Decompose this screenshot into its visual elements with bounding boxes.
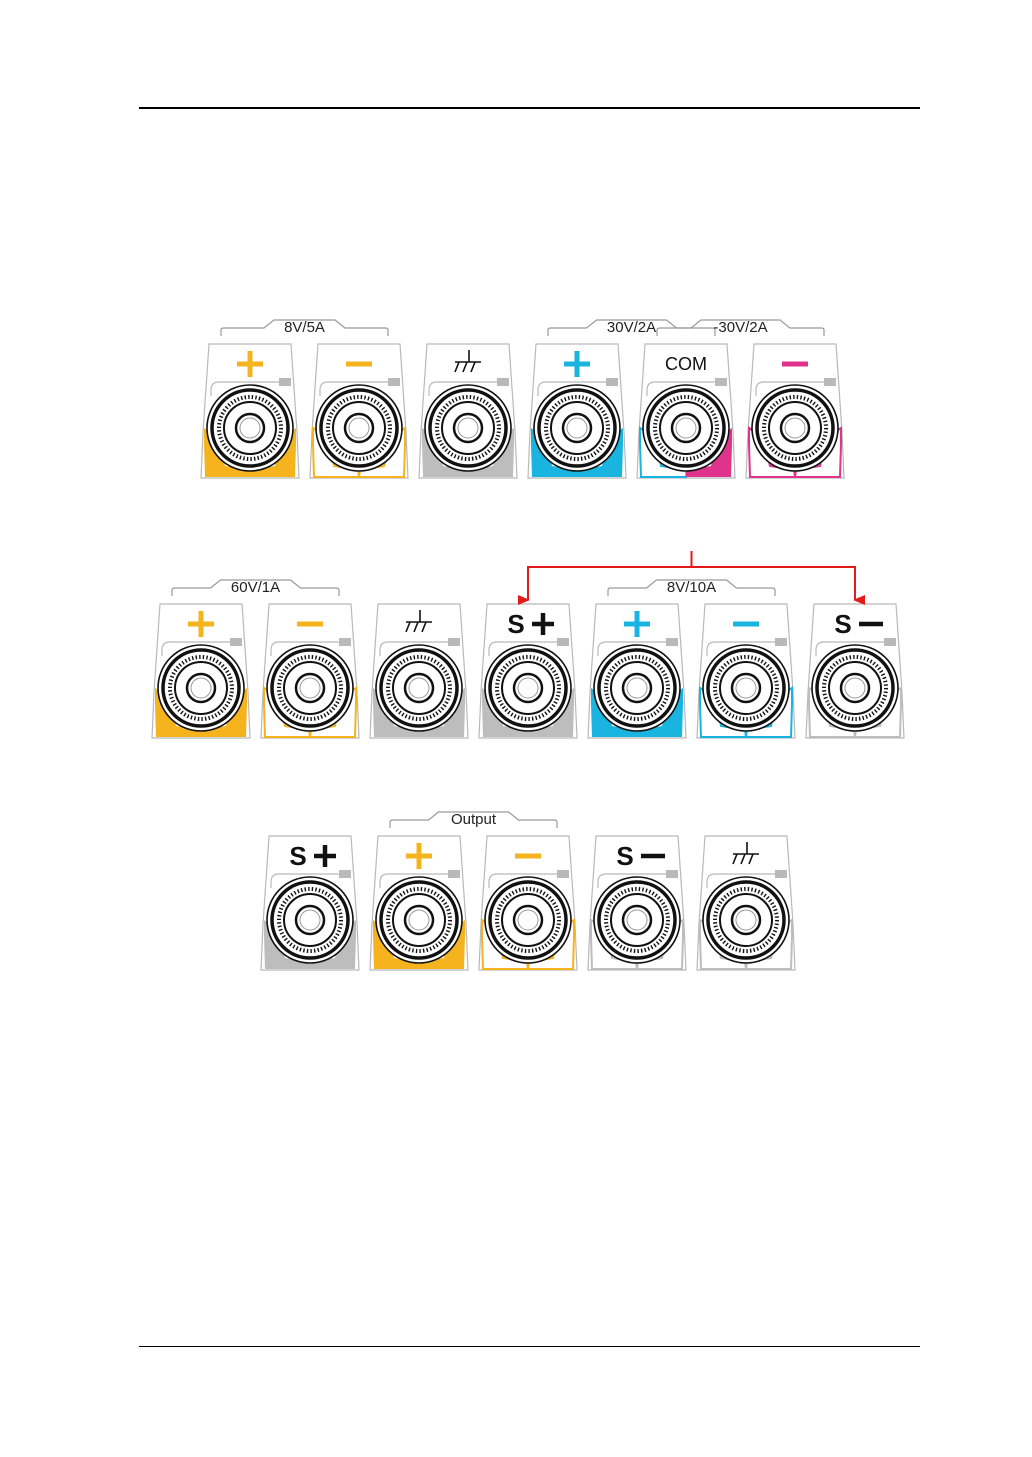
group-label: -30V/2A — [657, 319, 824, 336]
binding-post-terminal[interactable] — [588, 604, 686, 738]
housing-tab — [448, 870, 460, 878]
sense-label: S — [834, 609, 851, 639]
binding-post-terminal[interactable]: COM — [637, 344, 735, 478]
group-label: 8V/5A — [221, 319, 388, 336]
housing-tab — [230, 638, 242, 646]
group-label: Output — [390, 811, 557, 828]
group-label: 60V/1A — [172, 579, 339, 596]
group-label-text: Output — [451, 811, 497, 828]
group-label: 8V/10A — [608, 579, 775, 596]
group-label-text: 30V/2A — [607, 319, 656, 336]
binding-post-terminal[interactable] — [697, 836, 795, 970]
sense-label: S — [616, 841, 633, 871]
binding-post-terminal[interactable] — [419, 344, 517, 478]
binding-post-terminal[interactable]: S — [479, 604, 577, 738]
binding-post-terminal[interactable] — [697, 604, 795, 738]
group-label-text: -30V/2A — [713, 319, 767, 336]
binding-post-terminal[interactable]: S — [806, 604, 904, 738]
housing-tab — [666, 638, 678, 646]
binding-post-terminal[interactable] — [261, 604, 359, 738]
housing-tab — [606, 378, 618, 386]
housing-tab — [775, 870, 787, 878]
housing-tab — [497, 378, 509, 386]
group-label-text: 8V/5A — [284, 319, 325, 336]
sense-label: S — [289, 841, 306, 871]
housing-tab — [824, 378, 836, 386]
binding-post-terminal[interactable] — [746, 344, 844, 478]
housing-tab — [557, 638, 569, 646]
binding-post-terminal[interactable] — [528, 344, 626, 478]
housing-tab — [666, 870, 678, 878]
housing-tab — [557, 870, 569, 878]
binding-post-terminal[interactable]: S — [588, 836, 686, 970]
binding-post-terminal[interactable] — [201, 344, 299, 478]
binding-post-terminal[interactable] — [370, 836, 468, 970]
housing-tab — [388, 378, 400, 386]
housing-tab — [279, 378, 291, 386]
group-label-text: 60V/1A — [231, 579, 280, 596]
housing-tab — [715, 378, 727, 386]
housing-tab — [339, 870, 351, 878]
binding-post-terminal[interactable] — [152, 604, 250, 738]
group-label-text: 8V/10A — [667, 579, 716, 596]
housing-tab — [339, 638, 351, 646]
binding-post-terminal[interactable] — [310, 344, 408, 478]
binding-post-terminal[interactable]: S — [261, 836, 359, 970]
housing-tab — [448, 638, 460, 646]
binding-post-terminal[interactable] — [479, 836, 577, 970]
sense-label: S — [507, 609, 524, 639]
binding-post-terminal[interactable] — [370, 604, 468, 738]
housing-tab — [775, 638, 787, 646]
housing-tab — [884, 638, 896, 646]
terminal-label: COM — [665, 354, 707, 374]
